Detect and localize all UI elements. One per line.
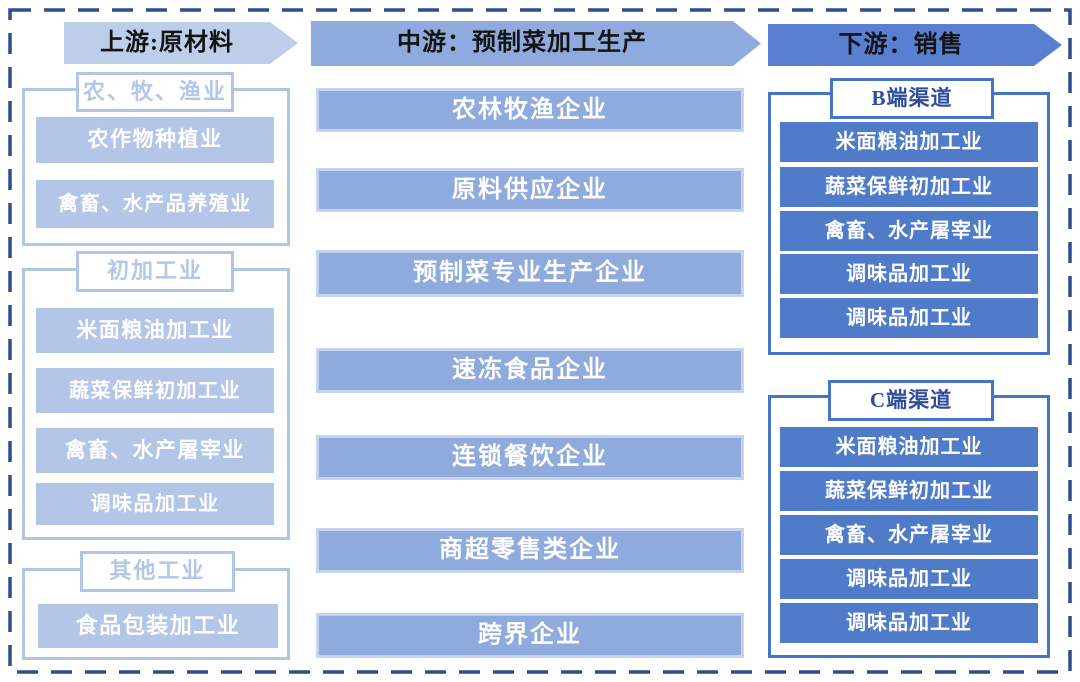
b-channel-item-grain-oil: 米面粮油加工业 bbox=[780, 122, 1038, 162]
downstream-group-b-channel-title: B端渠道 bbox=[830, 78, 994, 119]
upstream-group-primary-processing-title: 初加工业 bbox=[76, 251, 234, 292]
upstream-item-grain-oil-processing: 米面粮油加工业 bbox=[36, 308, 274, 353]
midstream-item-crossover-enterprise: 跨界企业 bbox=[316, 613, 744, 658]
midstream-item-raw-material-supplier: 原料供应企业 bbox=[316, 168, 744, 212]
c-channel-item-slaughtering: 禽畜、水产屠宰业 bbox=[780, 515, 1038, 555]
upstream-item-livestock-aquaculture: 禽畜、水产品养殖业 bbox=[36, 180, 274, 228]
upstream-group-farming-title: 农、牧、渔业 bbox=[76, 72, 234, 112]
midstream-item-chain-restaurant: 连锁餐饮企业 bbox=[316, 435, 744, 480]
midstream-item-supermarket-retail: 商超零售类企业 bbox=[316, 528, 744, 573]
downstream-header-label: 下游：销售 bbox=[838, 31, 964, 58]
b-channel-item-slaughtering: 禽畜、水产屠宰业 bbox=[780, 211, 1038, 251]
midstream-item-frozen-food-enterprise: 速冻食品企业 bbox=[316, 348, 744, 393]
c-channel-item-seasoning-2: 调味品加工业 bbox=[780, 603, 1038, 643]
midstream-header-label: 中游：预制菜加工生产 bbox=[397, 30, 647, 57]
upstream-item-slaughtering: 禽畜、水产屠宰业 bbox=[36, 428, 274, 473]
upstream-item-seasoning-processing: 调味品加工业 bbox=[36, 483, 274, 525]
midstream-header-arrow: 中游：预制菜加工生产 bbox=[311, 21, 761, 66]
upstream-item-food-packaging: 食品包装加工业 bbox=[38, 604, 278, 648]
b-channel-item-vegetable-preservation: 蔬菜保鲜初加工业 bbox=[780, 167, 1038, 207]
c-channel-item-grain-oil: 米面粮油加工业 bbox=[780, 427, 1038, 467]
downstream-header-arrow: 下游：销售 bbox=[768, 24, 1062, 66]
upstream-item-crop-planting: 农作物种植业 bbox=[36, 117, 274, 163]
upstream-group-farming: 农、牧、渔业 农作物种植业 禽畜、水产品养殖业 bbox=[22, 72, 290, 246]
upstream-item-vegetable-preservation: 蔬菜保鲜初加工业 bbox=[36, 368, 274, 413]
upstream-group-other-industry: 其他工业 食品包装加工业 bbox=[22, 551, 290, 660]
upstream-group-other-industry-title: 其他工业 bbox=[80, 551, 235, 592]
b-channel-item-seasoning-2: 调味品加工业 bbox=[780, 298, 1038, 338]
c-channel-item-seasoning-1: 调味品加工业 bbox=[780, 559, 1038, 599]
b-channel-item-seasoning-1: 调味品加工业 bbox=[780, 254, 1038, 294]
midstream-item-agri-forestry-enterprise: 农林牧渔企业 bbox=[316, 88, 744, 132]
downstream-group-c-channel: C端渠道 米面粮油加工业 蔬菜保鲜初加工业 禽畜、水产屠宰业 调味品加工业 调味… bbox=[768, 380, 1050, 658]
upstream-header-arrow: 上游:原材料 bbox=[64, 22, 298, 64]
upstream-header-label: 上游:原材料 bbox=[100, 29, 234, 56]
c-channel-item-vegetable-preservation: 蔬菜保鲜初加工业 bbox=[780, 471, 1038, 511]
upstream-group-primary-processing: 初加工业 米面粮油加工业 蔬菜保鲜初加工业 禽畜、水产屠宰业 调味品加工业 bbox=[22, 251, 290, 540]
midstream-item-prepared-dish-producer: 预制菜专业生产企业 bbox=[316, 250, 744, 297]
downstream-group-b-channel: B端渠道 米面粮油加工业 蔬菜保鲜初加工业 禽畜、水产屠宰业 调味品加工业 调味… bbox=[768, 78, 1050, 355]
downstream-group-c-channel-title: C端渠道 bbox=[828, 380, 994, 421]
